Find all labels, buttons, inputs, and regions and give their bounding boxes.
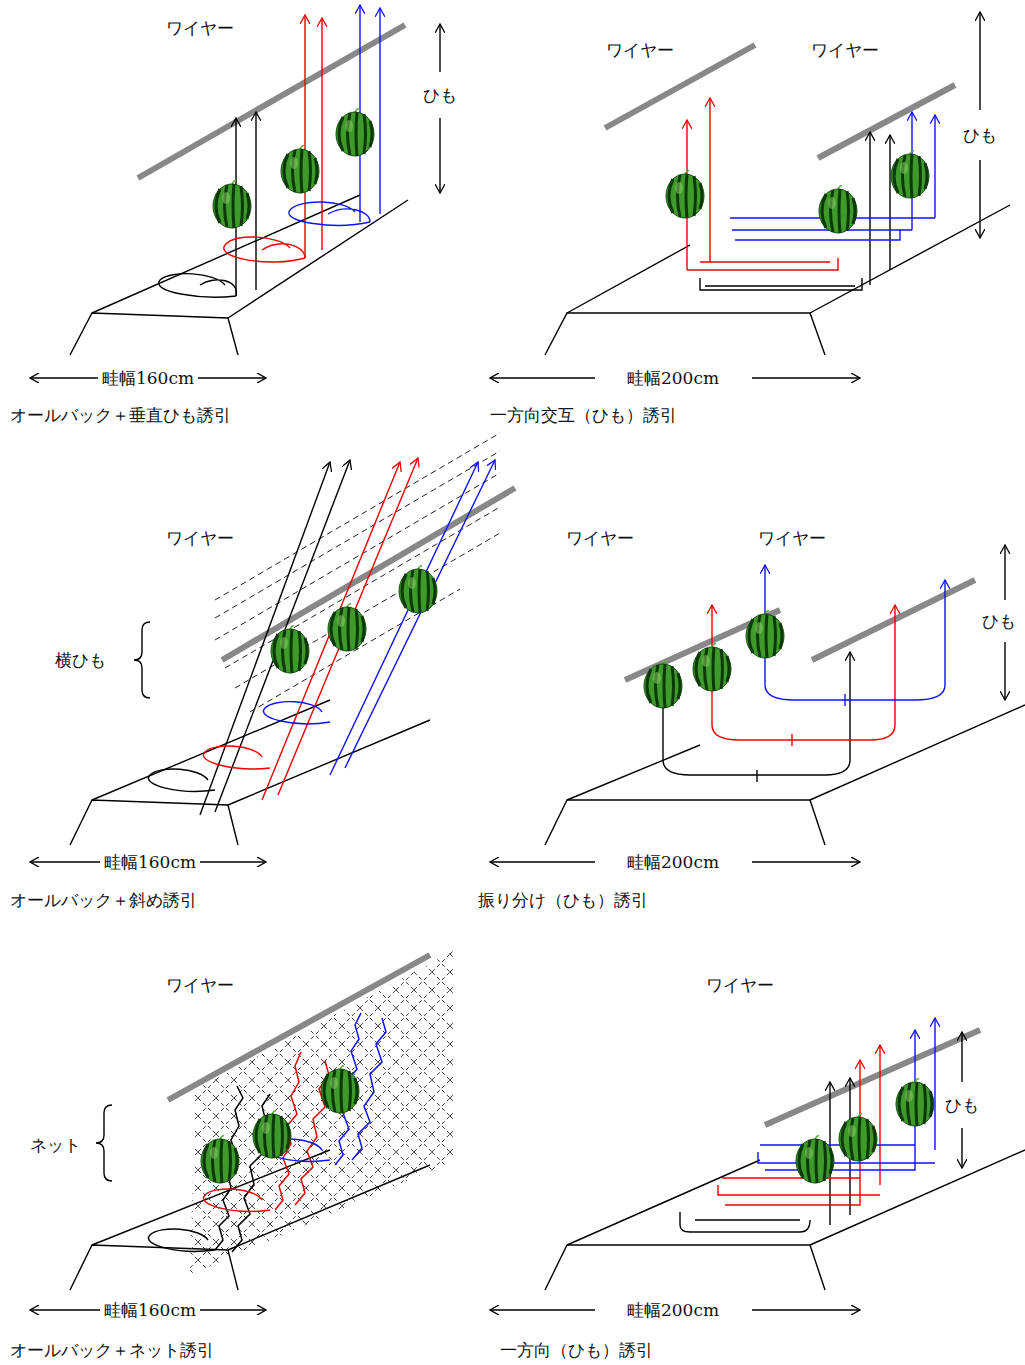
wire-label: ワイヤー [166, 18, 234, 38]
cross-strings [215, 433, 500, 712]
watermelons [201, 109, 934, 1183]
dimension-arrow [30, 24, 440, 378]
method-caption: 振り分け（ひも）誘引 [478, 890, 648, 910]
ridge [545, 205, 1010, 355]
method-caption: オールバック＋ネット誘引 [10, 1340, 214, 1360]
vines [148, 458, 495, 815]
wire-label: ワイヤー [566, 528, 634, 548]
wire [138, 25, 405, 178]
vines [687, 98, 935, 290]
string-label: ひも [978, 611, 1020, 631]
method-caption: オールバック＋垂直ひも誘引 [10, 405, 231, 425]
ridge-width: 畦幅160cm [100, 852, 200, 872]
net [190, 950, 455, 1275]
ridge [545, 1150, 1025, 1290]
wire-label: ワイヤー [758, 528, 826, 548]
method-caption: 一方向交互（ひも）誘引 [490, 405, 677, 425]
method-caption: オールバック＋斜め誘引 [10, 890, 197, 910]
cross-string-label: 横ひも [55, 650, 106, 670]
vines [159, 5, 380, 297]
brace [134, 622, 150, 698]
vines [148, 1013, 386, 1252]
ridge-width: 畦幅200cm [623, 852, 723, 872]
net-label: ネット [30, 1135, 81, 1155]
wire-label: ワイヤー [811, 40, 879, 60]
string-label: ひも [959, 125, 1001, 145]
string-label: ひも [419, 85, 461, 105]
ridge-width: 畦幅200cm [623, 1300, 723, 1320]
dimension-arrow [490, 12, 980, 378]
vines [663, 565, 945, 782]
ridge-width: 畦幅200cm [623, 368, 723, 388]
dimension-arrow [490, 545, 1005, 862]
method-caption: 一方向（ひも）誘引 [500, 1340, 653, 1360]
brace [96, 1105, 112, 1181]
wire-label: ワイヤー [166, 975, 234, 995]
dimension-arrow [490, 1032, 962, 1310]
wire [812, 580, 975, 660]
ridge-width: 畦幅160cm [100, 1300, 200, 1320]
ridge-width: 畦幅160cm [98, 368, 198, 388]
wire-label: ワイヤー [606, 40, 674, 60]
wire-label: ワイヤー [706, 975, 774, 995]
vines [680, 1018, 935, 1232]
string-label: ひも [941, 1095, 983, 1115]
wire-label: ワイヤー [166, 528, 234, 548]
